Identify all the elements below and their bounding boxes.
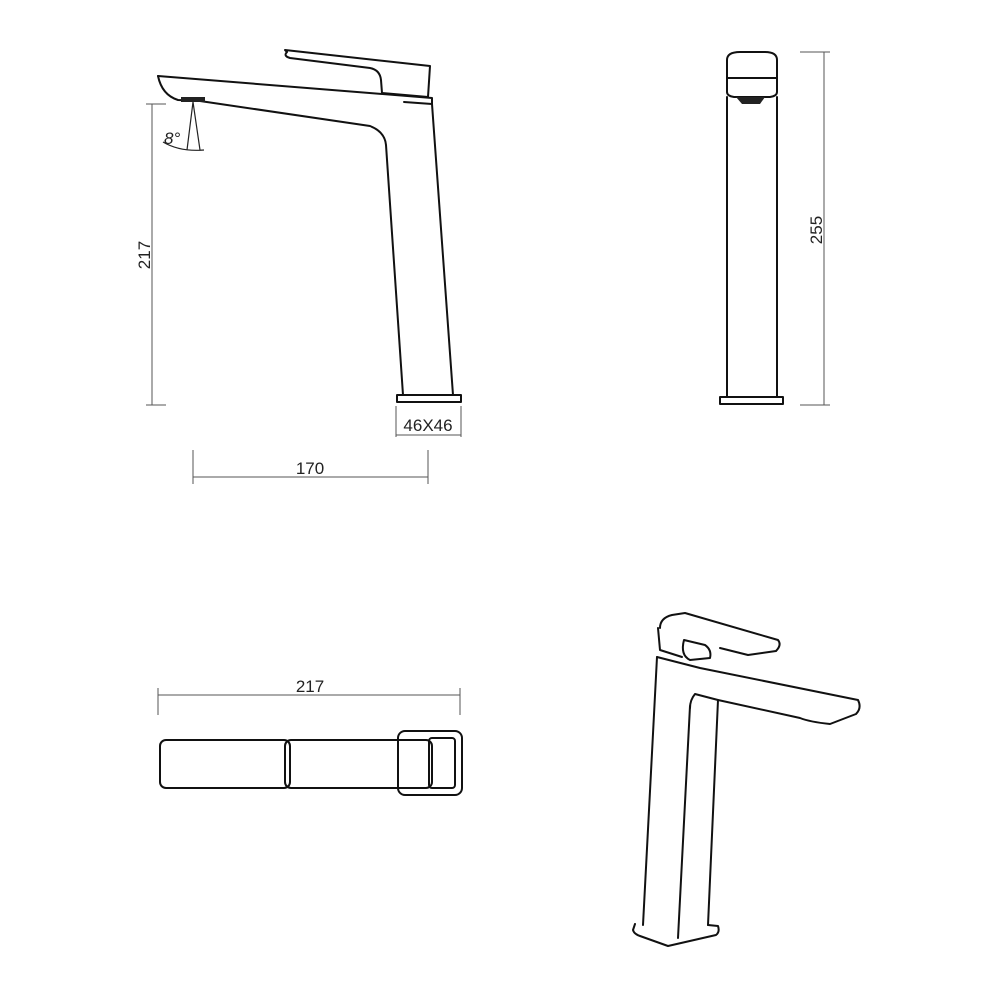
side-view: 8° 217 46X46 170 bbox=[135, 49, 462, 484]
height-dimension-label: 217 bbox=[135, 241, 154, 269]
isometric-view bbox=[632, 612, 861, 947]
reach-dimension-label: 170 bbox=[296, 459, 324, 478]
front-view: 255 bbox=[719, 51, 830, 406]
top-view: 217 bbox=[157, 677, 463, 796]
length-dimension-label: 217 bbox=[296, 677, 324, 696]
angle-label: 8° bbox=[164, 129, 180, 148]
height-dimension-label: 255 bbox=[807, 216, 826, 244]
base-dimension-label: 46X46 bbox=[403, 416, 452, 435]
